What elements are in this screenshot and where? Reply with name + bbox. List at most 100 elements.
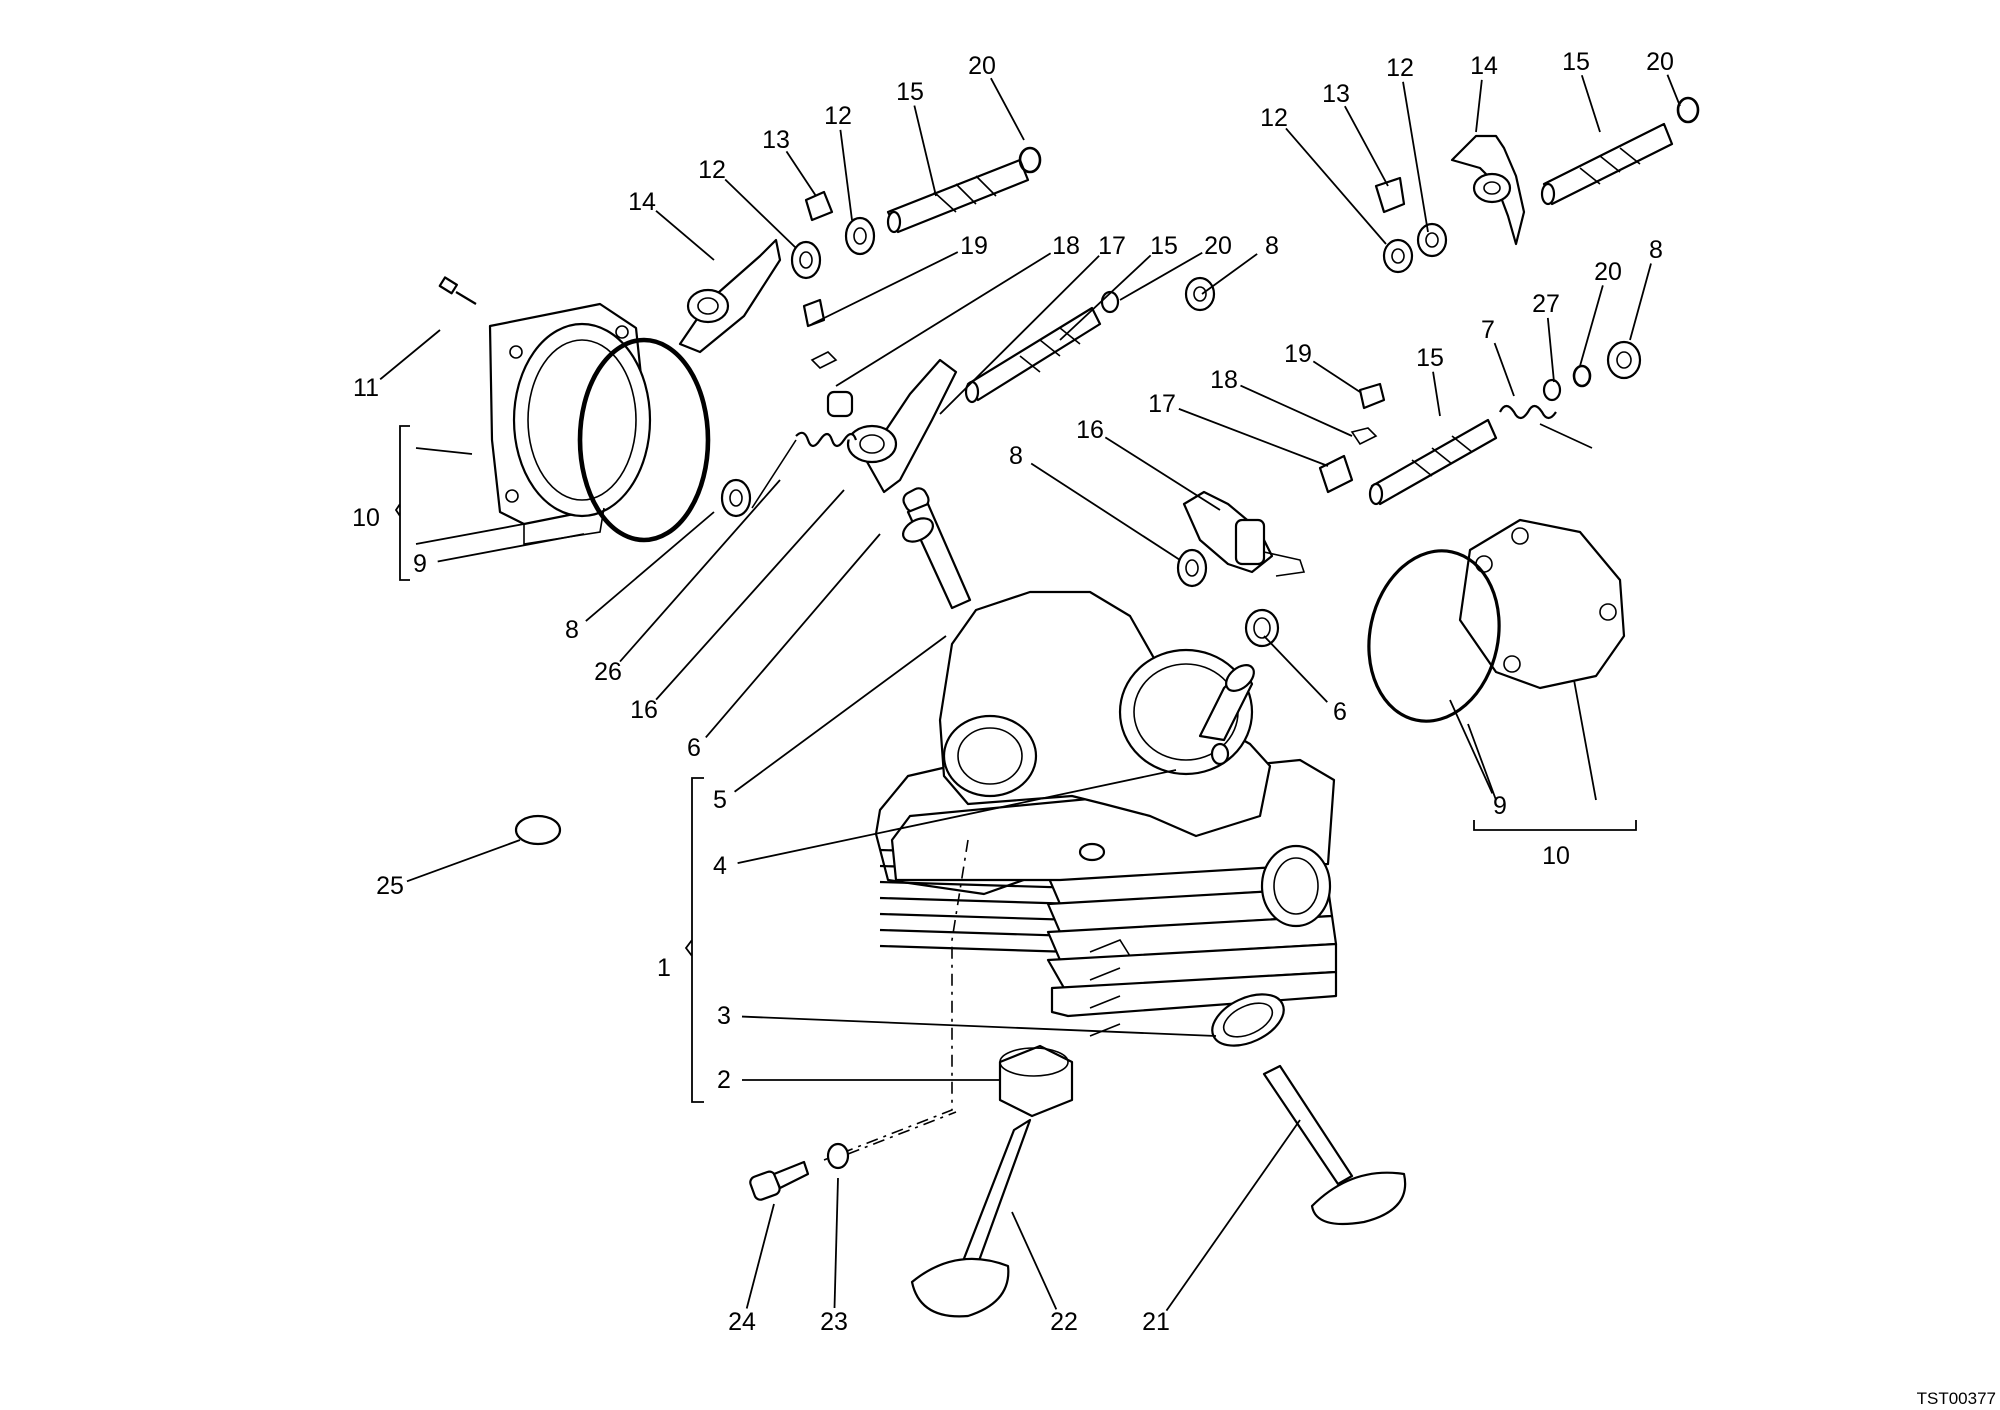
right-o-ring: [1367, 549, 1501, 723]
callout-label: 20: [968, 52, 996, 80]
callout-label: 15: [1416, 344, 1444, 372]
callout-label: 8: [1009, 442, 1023, 470]
callout-leader: [1165, 1119, 1301, 1312]
right-valve-guide: [1198, 608, 1280, 742]
callout-label: 10: [352, 504, 380, 532]
right-adjuster: [1318, 176, 1406, 494]
callout-label: 19: [1284, 340, 1312, 368]
left-washers: [720, 216, 1216, 518]
callout-leader: [1344, 105, 1389, 187]
callout-leader: [913, 105, 937, 197]
callout-label: 21: [1142, 1308, 1170, 1336]
callout-label: 8: [565, 616, 579, 644]
callout-label: 5: [713, 786, 727, 814]
left-circlip-upper: [1018, 146, 1042, 174]
callout-label: 4: [713, 852, 727, 880]
right-cover-lines: [1467, 679, 1597, 801]
callout-20: 20: [1119, 232, 1232, 301]
callout-label: 12: [1260, 104, 1288, 132]
callout-label: 10: [1542, 842, 1570, 870]
callout-leader: [734, 635, 947, 793]
callout-leader: [1201, 253, 1258, 295]
callout-label: 18: [1210, 366, 1238, 394]
callout-14: 14: [1470, 52, 1498, 133]
left-cover-lines: [415, 447, 525, 545]
callout-leader: [1475, 79, 1483, 133]
callout-leader: [1546, 317, 1555, 383]
callout-20: 20: [968, 52, 1025, 141]
callout-18: 18: [1210, 366, 1353, 437]
right-washers: [1176, 222, 1642, 588]
callout-label: 19: [960, 232, 988, 260]
callout-leader: [1178, 408, 1329, 467]
callout-16: 16: [630, 489, 845, 724]
callout-leader: [737, 769, 1177, 864]
callout-label: 17: [1098, 232, 1126, 260]
callout-12: 12: [824, 102, 853, 221]
callout-27: 27: [1532, 290, 1560, 383]
callout-label: 15: [896, 78, 924, 106]
callout-leader: [1059, 254, 1152, 341]
right-cover-brace: [1473, 820, 1637, 831]
right-rocker-arm-lower: [1182, 490, 1306, 577]
callout-7: 7: [1481, 316, 1515, 397]
left-cover-screw: [438, 276, 477, 305]
callout-label: 16: [1076, 416, 1104, 444]
callout-19: 19: [1284, 340, 1361, 393]
callout-17: 17: [939, 232, 1126, 415]
callout-8: 8: [1009, 442, 1181, 561]
callout-label: 2: [717, 1066, 731, 1094]
drawing-code: TST00377: [1917, 1389, 1996, 1408]
callout-label: 7: [1481, 316, 1495, 344]
bolt-axis-line: [847, 1111, 957, 1155]
left-shaft-upper: [886, 158, 1030, 234]
callout-15: 15: [1416, 344, 1444, 417]
intake-valve: [910, 1118, 1032, 1318]
callout-label: 12: [824, 102, 852, 130]
callout-leader: [655, 489, 845, 701]
callout-leader: [835, 252, 1052, 387]
callout-leader: [437, 533, 585, 563]
callout-13: 13: [762, 126, 817, 197]
callout-label: 15: [1150, 232, 1178, 260]
callout-label: 6: [687, 734, 701, 762]
cap-plug: [514, 814, 562, 846]
head-bolt: [749, 1160, 810, 1201]
left-adjuster: [802, 190, 854, 418]
callout-10: 10: [1542, 842, 1570, 870]
callout-26: 26: [594, 479, 781, 686]
callout-19: 19: [811, 232, 988, 325]
callout-leader: [1030, 462, 1181, 561]
callout-label: 18: [1052, 232, 1080, 260]
cylinder-head: [874, 590, 1338, 1037]
callout-6: 6: [687, 533, 881, 762]
callout-leader: [1119, 251, 1203, 301]
callout-leader: [939, 255, 1100, 415]
callout-1: 1: [657, 954, 671, 982]
callout-24: 24: [728, 1203, 775, 1336]
callout-label: 11: [353, 374, 379, 402]
callout-label: 24: [728, 1308, 756, 1336]
callout-22: 22: [1011, 1211, 1078, 1336]
callout-label: 14: [628, 188, 656, 216]
callout-label: 13: [1322, 80, 1350, 108]
callout-leader: [619, 479, 781, 663]
callout-label: 1: [657, 954, 671, 982]
callout-9: 9: [1449, 699, 1507, 820]
callout-label: 12: [1386, 54, 1414, 82]
callout-label: 22: [1050, 1308, 1078, 1336]
right-shaft-lower: [1368, 418, 1498, 506]
left-spring: [751, 431, 858, 509]
callout-label: 6: [1333, 698, 1347, 726]
callout-leader: [785, 150, 817, 197]
callout-leader: [839, 129, 853, 221]
right-spring: [1499, 404, 1593, 449]
callout-leader: [1312, 360, 1361, 393]
callout-leader: [705, 533, 881, 739]
left-valve-guide: [902, 487, 972, 610]
callout-4: 4: [713, 769, 1177, 880]
left-rocker-arm-lower: [846, 358, 958, 494]
callout-leader: [1629, 263, 1652, 341]
